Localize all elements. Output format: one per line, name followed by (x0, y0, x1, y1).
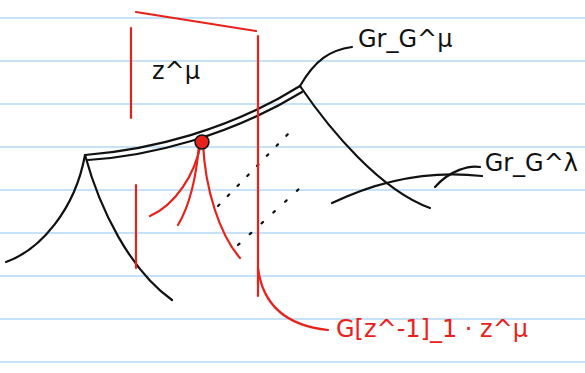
base-point (195, 135, 209, 149)
notebook-rules (0, 18, 585, 362)
point-label: z^μ (150, 58, 202, 84)
red-slice (131, 12, 328, 330)
black-curves (6, 47, 482, 300)
orbit-label: Gr_G^λ (483, 150, 580, 176)
slice-label: G[z^-1]_1 · z^μ (334, 316, 530, 342)
orbit-label: Gr_G^μ (356, 26, 454, 52)
